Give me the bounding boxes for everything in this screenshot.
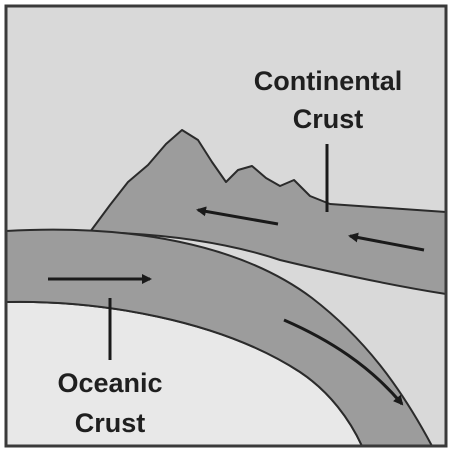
diagram-frame: [4, 4, 448, 448]
continental-label-line1: Continental: [254, 66, 403, 96]
continental-label-line2: Crust: [293, 104, 364, 134]
oceanic-crust-shape: [5, 228, 433, 447]
continental-arrow-left: [196, 206, 279, 226]
continental-crust-shape: [89, 129, 447, 295]
oceanic-label-line1: Oceanic: [57, 368, 162, 398]
oceanic-label-line2: Crust: [75, 408, 146, 438]
oceanic-arrow-subducting: [283, 318, 404, 406]
continental-arrow-right: [348, 232, 425, 252]
